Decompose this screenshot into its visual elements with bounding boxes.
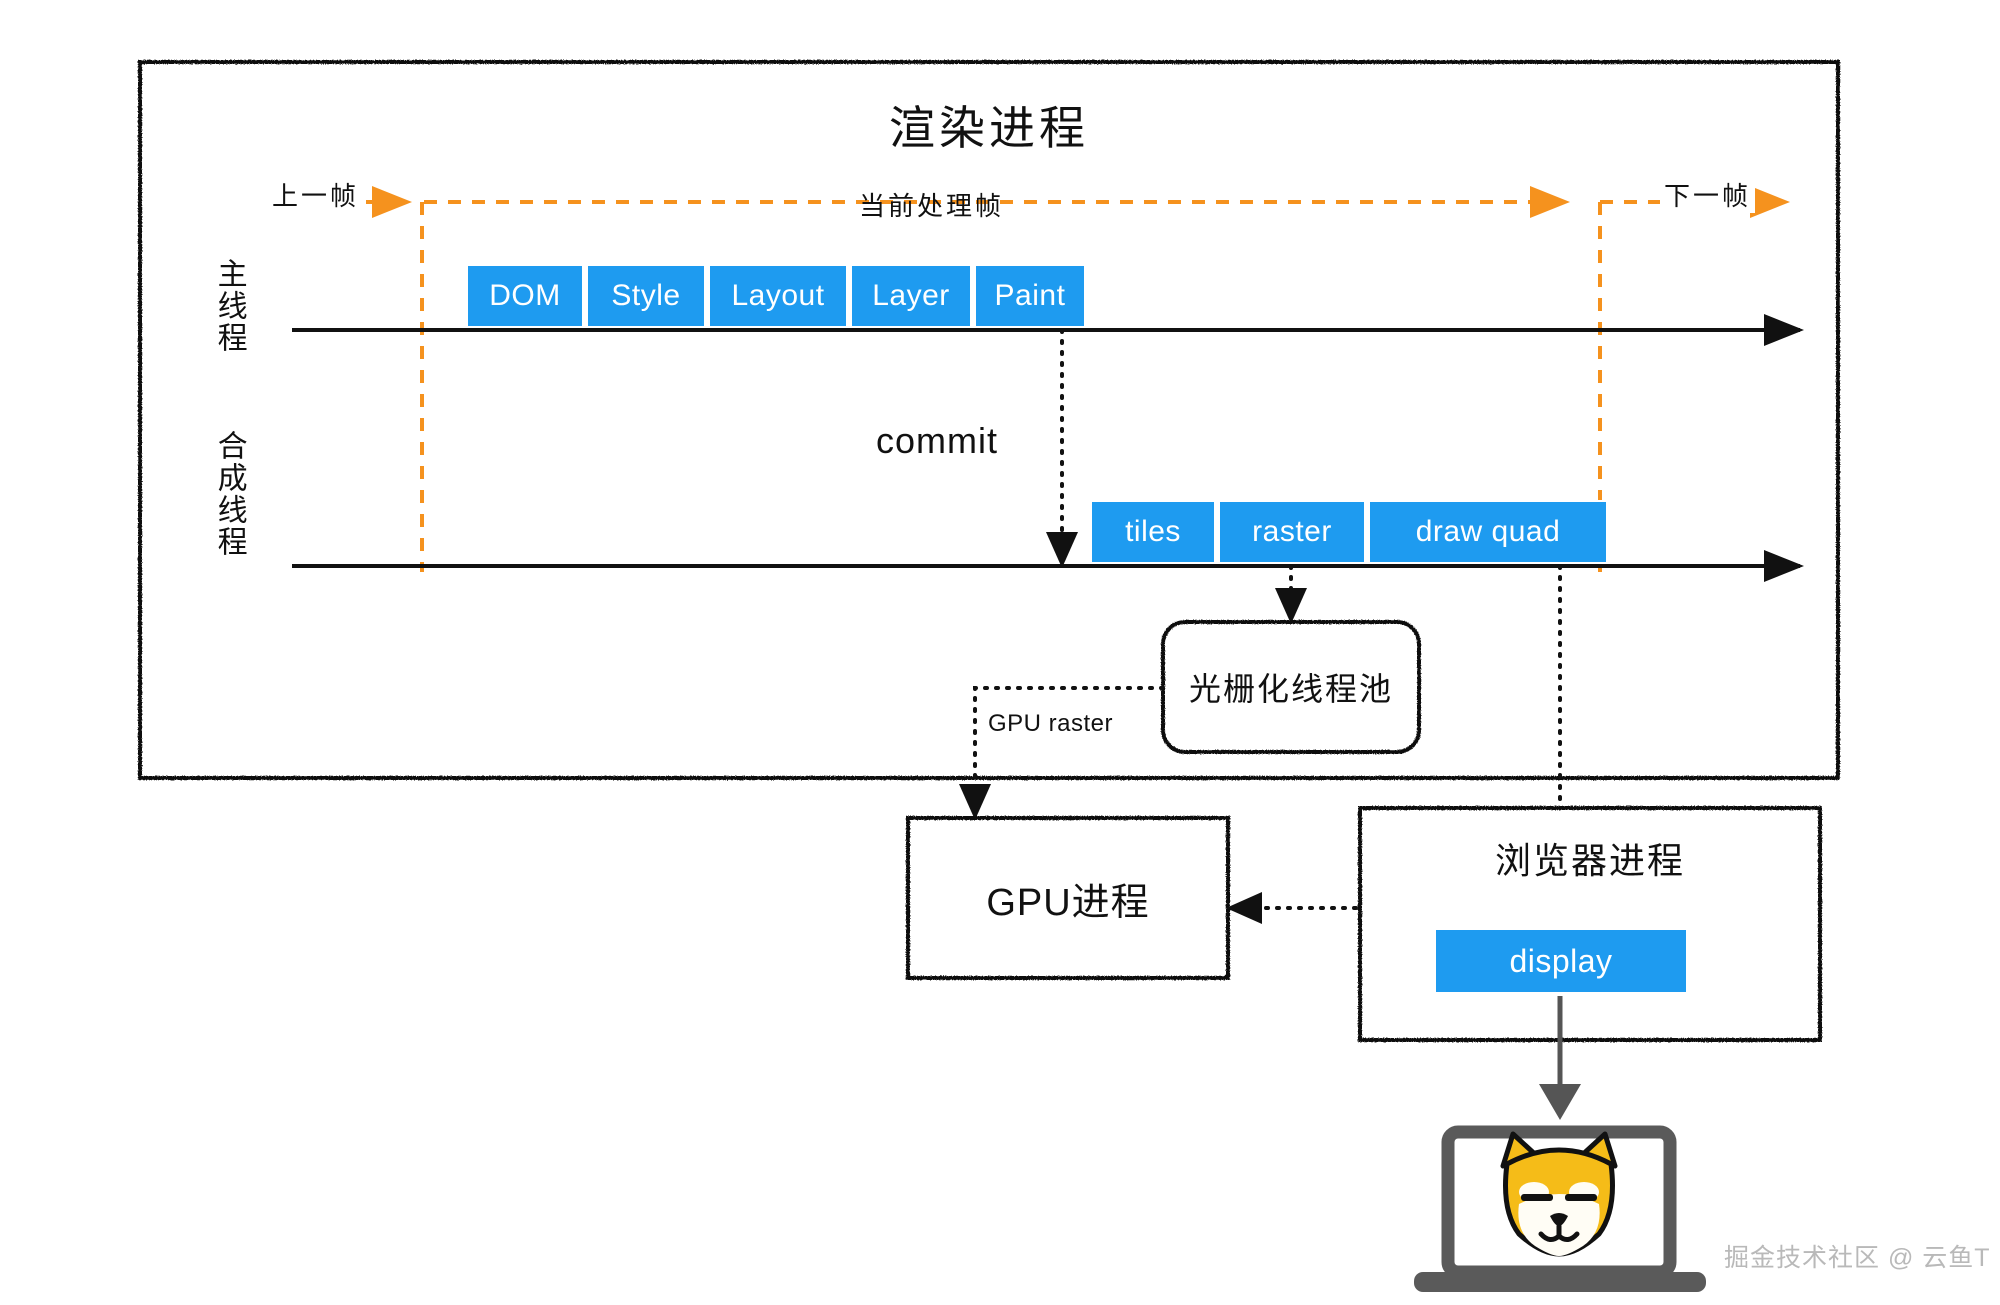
doge-face-icon [1500, 1131, 1618, 1257]
main-thread-step-paint[interactable]: Paint [974, 264, 1086, 328]
main-thread-step-style[interactable]: Style [586, 264, 706, 328]
label-next-frame: 下一帧 [1660, 176, 1756, 213]
label-current-frame: 当前处理帧 [859, 191, 1005, 221]
compositor-step-raster[interactable]: raster [1218, 500, 1366, 564]
compositor-step-draw-quad[interactable]: draw quad [1368, 500, 1608, 564]
main-thread-step-layer[interactable]: Layer [850, 264, 972, 328]
laptop-icon [1414, 1125, 1706, 1292]
node-gpu-process[interactable]: GPU进程 [986, 881, 1150, 924]
node-raster-thread-pool[interactable]: 光栅化线程池 [1188, 671, 1393, 707]
label-main-thread: 主线程 [212, 258, 246, 354]
label-gpu-raster: GPU raster [988, 710, 1114, 737]
gpu-raster-connector [959, 686, 1165, 820]
node-display[interactable]: display [1434, 928, 1688, 994]
renderer-process-title: 渲染进程 [889, 102, 1089, 154]
label-commit: commit [876, 420, 998, 461]
node-browser-process[interactable]: 浏览器进程 [1494, 840, 1685, 881]
watermark: 掘金技术社区 @ 云鱼T [1724, 1244, 1991, 1272]
display-to-device-connector [1539, 996, 1581, 1120]
label-compositor-thread: 合成线程 [212, 430, 246, 558]
main-thread-step-dom[interactable]: DOM [466, 264, 584, 328]
main-thread-step-layout[interactable]: Layout [708, 264, 848, 328]
label-previous-frame: 上一帧 [268, 176, 364, 213]
compositor-step-tiles[interactable]: tiles [1090, 500, 1216, 564]
